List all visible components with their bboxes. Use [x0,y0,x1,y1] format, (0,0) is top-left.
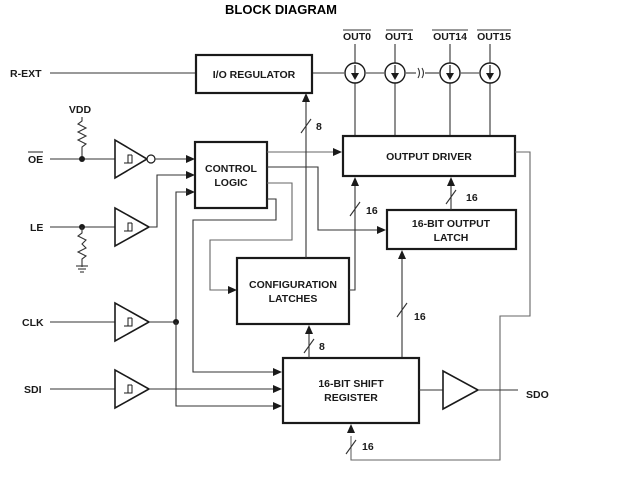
shift-register-label-line1: 16-BIT SHIFT [318,378,384,390]
control-to-shift-wire [192,198,277,373]
bus-width-label: 16 [466,192,478,204]
output-latch-block: 16-BIT OUTPUT LATCH [385,208,518,251]
schmitt-buffer-icon [114,301,151,343]
current-source-icon [384,62,406,84]
arrow-icon [347,424,355,433]
bus-width-label: 8 [319,341,325,353]
output-driver-block: OUTPUT DRIVER [341,134,517,178]
control-to-config-wire [209,182,293,291]
oe-label: OE [28,154,43,166]
io-regulator-label: I/O REGULATOR [213,69,296,81]
break-symbol [417,67,425,79]
junction-dot [79,156,85,162]
io-regulator-block: I/O REGULATOR [194,53,314,95]
diagram-title: BLOCK DIAGRAM [225,2,337,17]
arrow-icon [305,325,313,334]
out0-label: OUT0 [343,31,371,43]
output-latch-label-line2: LATCH [434,232,469,244]
arrow-icon [302,93,310,102]
current-source-icon [344,62,366,84]
schmitt-buffer-icon [114,368,151,410]
bus-slash-icon [303,338,315,354]
clk-label: CLK [22,317,44,329]
bus-slash-icon [445,189,457,205]
bus-slash-icon [349,201,361,217]
output-driver-label: OUTPUT DRIVER [386,151,472,163]
clk-to-shift-wire [175,322,275,407]
schmitt-inverter-icon [114,138,156,180]
arrow-icon [398,250,406,259]
arrow-icon [351,177,359,186]
ground-icon [76,265,88,273]
arrow-icon [228,286,237,294]
out1-label: OUT1 [385,31,413,43]
control-to-latch-wire [267,166,378,231]
driver-feedback-wire [350,151,531,461]
arrow-icon [273,402,282,410]
config-latches-label-line1: CONFIGURATION [249,279,337,291]
rext-label: R-EXT [10,68,42,80]
bus-slash-icon [300,118,312,134]
control-logic-label-line2: LOGIC [214,177,248,189]
arrow-icon [377,226,386,234]
out15-label: OUT15 [477,31,511,43]
pulldown-resistor-icon [76,227,88,267]
configuration-latches-block: CONFIGURATION LATCHES [235,256,351,326]
config-to-driver-bus [349,186,356,291]
sdo-label: SDO [526,389,549,401]
arrow-icon [333,148,342,156]
output-buffer-icon [442,369,480,411]
le-label: LE [30,222,43,234]
arrow-icon [186,155,195,163]
bus-width-label: 16 [362,441,374,453]
control-logic-label-line1: CONTROL [205,163,257,175]
arrow-icon [273,385,282,393]
arrow-icon [186,171,195,179]
current-source-icon [479,62,501,84]
out14-label: OUT14 [433,31,467,43]
output-latch-label-line1: 16-BIT OUTPUT [412,218,491,230]
config-latches-label-line2: LATCHES [269,293,318,305]
bus-width-label: 8 [316,121,322,133]
output-channels: OUT0 OUT1 OUT14 OUT15 [312,29,511,136]
bus-width-label: 16 [414,311,426,323]
bus-slash-icon [396,302,408,318]
schmitt-buffer-icon [114,206,151,248]
sdi-label: SDI [24,384,42,396]
le-to-control-wire [149,174,188,228]
pullup-resistor-icon [76,117,88,158]
shift-register-label-line2: REGISTER [324,392,378,404]
arrow-icon [447,177,455,186]
arrow-icon [273,368,282,376]
arrow-icon [186,188,195,196]
shift-register-block: 16-BIT SHIFT REGISTER [281,356,421,425]
bus-slash-icon [345,439,357,455]
clk-to-control-wire [175,191,188,322]
vdd-label: VDD [69,104,92,116]
bus-width-label: 16 [366,205,378,217]
control-logic-block: CONTROL LOGIC [193,140,269,210]
current-source-icon [439,62,461,84]
